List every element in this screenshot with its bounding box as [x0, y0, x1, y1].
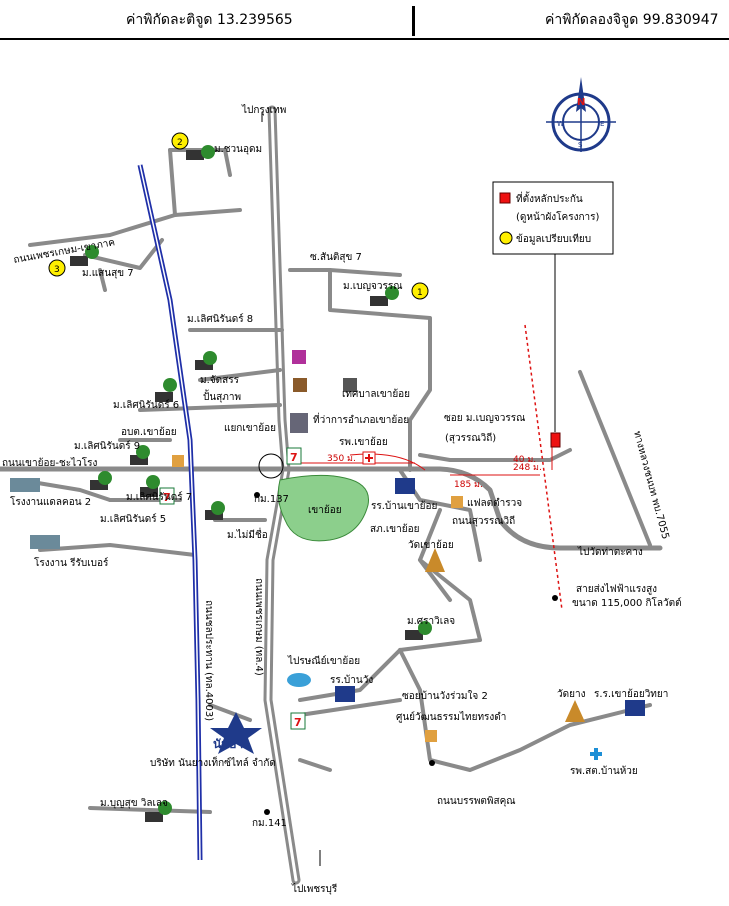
- label-power-spec: ขนาด 115,000 กิโลวัตต์: [572, 596, 682, 609]
- label-suwanwithi-note: (สุวรรณวิถี): [445, 432, 496, 444]
- label-health-center-ban-huai: รพ.สต.บ้านห้วย: [570, 765, 638, 777]
- label-loetnirun6: ม.เลิศนิรันดร์ 6: [113, 399, 179, 411]
- health-center-icon: [590, 748, 602, 760]
- compass-east: E: [600, 120, 604, 128]
- latitude-label: ค่าพิกัดละติจูด 13.239565: [126, 12, 293, 28]
- label-distance-185: 185 ม.: [454, 480, 483, 490]
- label-post-office: ไปรษณีย์เขาย้อย: [287, 655, 360, 667]
- hospital-icon: [362, 451, 376, 465]
- label-hospital: รพ.เขาย้อย: [339, 436, 388, 448]
- compass-west: W: [557, 120, 564, 128]
- label-phetkasem-road: ถนนเพชรเกษม (ทล.4): [253, 578, 264, 676]
- label-obt-khaoyoi: อบต.เขาย้อย: [121, 426, 177, 438]
- label-distance-350: 350 ม.: [327, 454, 356, 464]
- legend-comparable-label: ข้อมูลเปรียบเทียบ: [516, 233, 591, 245]
- temple-icons: [425, 548, 585, 722]
- label-wat-khaoyoi: วัดเขาย้อย: [408, 539, 454, 551]
- distance-markers: [300, 445, 553, 476]
- label-power-line: สายส่งไฟฟ้าแรงสูง: [576, 583, 657, 595]
- label-benjawan: ม.เบญจวรรณ: [343, 281, 403, 292]
- compass-south: S: [578, 141, 583, 149]
- label-municipality: เทศบาลเขาย้อย: [342, 388, 410, 400]
- label-irrigation-road: ถนนชลประทาน (ทล.4003): [203, 600, 214, 721]
- seven-eleven-icons: 7 7 7: [159, 447, 306, 730]
- label-factory-rubber: โรงงาน รีรับเบอร์: [34, 556, 109, 569]
- house-icons: [172, 455, 463, 742]
- label-loetnirun9: ม.เลิศนิรันดร์ 9: [74, 440, 140, 452]
- map-legend: ที่ตั้งหลักประกัน (ดูหน้าผังโครงการ) ข้อ…: [492, 181, 614, 255]
- company-brand-label: นันยาง: [213, 737, 249, 751]
- label-loetnirun5: ม.เลิศนิรันดร์ 5: [100, 513, 166, 525]
- village-icons: [70, 145, 432, 822]
- label-km141: กม.141: [252, 818, 287, 829]
- label-soi-santisuk7: ซ.สันติสุข 7: [310, 252, 362, 263]
- svg-text:3: 3: [54, 265, 60, 275]
- svg-text:1: 1: [417, 288, 423, 298]
- label-distance-40: 40 ม.: [513, 455, 536, 465]
- longitude-label: ค่าพิกัดลองจิจูด 99.830947: [545, 12, 719, 28]
- label-distance-248: 248 ม.: [513, 463, 542, 473]
- label-to-bangkok: ไปกรุงเทพ: [241, 104, 286, 116]
- svg-text:7: 7: [290, 451, 298, 464]
- label-factory-dry: โรงงานแดลคอน 2: [10, 495, 91, 508]
- label-suwanwithi-road: ถนนสุวรรณวิถี: [452, 515, 515, 527]
- khao-yoi-mountain: [277, 474, 370, 542]
- label-wat-yang: วัดยาง: [557, 689, 586, 700]
- label-soi-ban-wang: ซอยบ้านวังร่วมใจ 2: [402, 690, 488, 702]
- label-chuan-udom: ม.ชวนอุดม: [214, 144, 262, 155]
- label-land-office: สภ.เขาย้อย: [370, 523, 419, 535]
- road-network: [0, 105, 663, 885]
- header-divider: [412, 6, 415, 36]
- label-school-khaoyoi-wittaya: ร.ร.เขาย้อยวิทยา: [594, 688, 668, 700]
- label-pan-suphap: ปั้นสุภาพ: [203, 389, 241, 403]
- label-to-phetchaburi: ไปเพชรบุรี: [291, 883, 338, 895]
- factory-icons: [10, 478, 60, 549]
- label-highway-7055: ทางหลวงชนบท พบ.7055: [631, 430, 671, 541]
- compass-rose: N S W E: [546, 77, 616, 152]
- label-loetnirun8: ม.เลิศนิรันดร์ 8: [187, 313, 253, 325]
- svg-text:2: 2: [177, 138, 183, 148]
- label-bunsuk-village: ม.บุญสุข วิลเลจ: [100, 798, 168, 809]
- label-company-name: บริษัท นันยางเท็กซ์ไทล์ จำกัด: [150, 755, 276, 769]
- legend-location-note: (ดูหน้าผังโครงการ): [516, 210, 600, 223]
- label-loetnirun7: ม.เลิศนิรันดร์ 7: [126, 491, 192, 503]
- label-khaoyoi-junction: แยกเขาย้อย: [224, 422, 276, 434]
- svg-text:7: 7: [294, 716, 302, 729]
- compass-north: N: [577, 97, 585, 108]
- comparable-marker-1: 1: [411, 282, 429, 300]
- school-icons: [335, 478, 645, 716]
- label-saensuk7: ม.แสนสุข 7: [82, 268, 134, 279]
- svg-text:7: 7: [163, 491, 171, 504]
- legend-location-label: ที่ตั้งหลักประกัน: [516, 191, 583, 205]
- company-logo: นันยาง: [210, 712, 262, 754]
- irrigation-canal: [137, 164, 203, 861]
- label-khaoyoi-chayong-road: ถนนเขาย้อย-ชะไวโรง: [2, 456, 97, 469]
- comparable-marker-2: 2: [171, 132, 189, 150]
- label-ban-phrot-road: ถนนบรรพตพิสคุณ: [437, 796, 516, 807]
- subject-location-marker: [550, 432, 561, 448]
- label-mai-mi-chue: ม.ไม่มีชื่อ: [227, 527, 268, 541]
- label-police-flat: แฟลตตำรวจ: [467, 498, 522, 509]
- label-school-ban-khaoyoi: รร.บ้านเขาย้อย: [371, 500, 437, 512]
- label-khao-yoi-mountain: เขาย้อย: [308, 504, 342, 516]
- label-school-ban-wang: รร.บ้านวัง: [330, 674, 373, 686]
- label-km137: กม.137: [254, 494, 289, 505]
- label-to-thai-tasit: ไปวัดท่าตะคาง: [577, 546, 643, 558]
- label-soi-benjawan: ซอย ม.เบญจวรรณ: [444, 413, 525, 424]
- coordinates-header: ค่าพิกัดละติจูด 13.239565 ค่าพิกัดลองจิจ…: [0, 0, 729, 40]
- label-culture-center: ศูนย์วัฒนธรรมไทยทรงดำ: [396, 711, 506, 723]
- label-district-office: ที่ว่าการอำเภอเขาย้อย: [313, 412, 409, 426]
- building-icons: [290, 350, 357, 433]
- post-office-icon: [287, 673, 311, 687]
- label-chatsan: ม.จัดสรร: [200, 375, 240, 386]
- label-sarawiwat: ม.ศราวิเลจ: [407, 616, 455, 627]
- comparable-marker-3: 3: [48, 259, 66, 277]
